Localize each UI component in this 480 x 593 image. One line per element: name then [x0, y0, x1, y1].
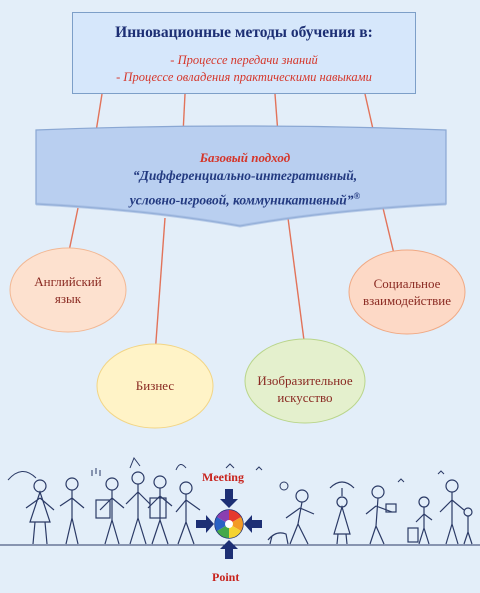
figure-umbrella [7, 471, 37, 481]
umbrella-right [329, 481, 355, 489]
english-label-line-1: Английский [34, 274, 102, 289]
arrow-left [244, 515, 262, 533]
banner-shadow [35, 202, 447, 228]
oval-social [348, 249, 466, 335]
arrow-down [220, 489, 238, 508]
header-title: Инновационные методы обучения в: [115, 24, 373, 41]
approach-line-1: “Дифференциально-интегративный, [132, 168, 358, 183]
meeting-point-wheel [214, 509, 244, 539]
social-label-line-2: взаимодействие [362, 293, 451, 308]
art-label-line-2: искусство [277, 390, 333, 405]
meeting-word: Meeting [202, 470, 244, 484]
figure-man [65, 477, 79, 491]
sun-sketch [279, 481, 289, 491]
header-box: Инновационные методы обучения в: - Проце… [72, 12, 416, 94]
approach-line-2: условно-игровой, коммуникативный” [129, 192, 354, 208]
people-sketch [7, 456, 473, 545]
arrows [196, 489, 262, 559]
social-label: Социальное взаимодействие [352, 275, 462, 309]
header-item-skills: - Процессе овладения практическими навык… [116, 70, 372, 84]
arrow-up [220, 540, 238, 559]
oval-english [9, 247, 127, 333]
english-label-line-2: язык [54, 291, 82, 306]
birds-sketch [225, 463, 445, 483]
art-label: Изобразительное искусство [250, 372, 360, 406]
oval-business [96, 343, 214, 429]
approach-heading: Базовый подход [199, 150, 291, 165]
figure-bag [149, 497, 167, 519]
english-label: Английский язык [18, 273, 118, 307]
business-label: Бизнес [135, 378, 175, 393]
approach-text: Базовый подход “Дифференциально-интеграт… [100, 150, 390, 211]
registered-mark: ® [353, 191, 361, 201]
social-label-line-1: Социальное [373, 276, 441, 291]
connector-business [154, 217, 166, 356]
figure-backpack [95, 499, 111, 519]
suitcase [407, 527, 419, 543]
art-label-line-1: Изобразительное [257, 373, 353, 388]
figure-dog [267, 532, 289, 545]
connector-social [382, 207, 396, 259]
connector-art [287, 217, 306, 349]
point-word: Point [212, 570, 240, 584]
approach-line-2-wrap: условно-игровой, коммуникативный”® [100, 186, 390, 211]
header-item-knowledge: - Процессе передачи знаний [170, 53, 318, 67]
connectors [67, 93, 396, 356]
arrow-right [196, 515, 214, 533]
oval-art [244, 338, 366, 424]
